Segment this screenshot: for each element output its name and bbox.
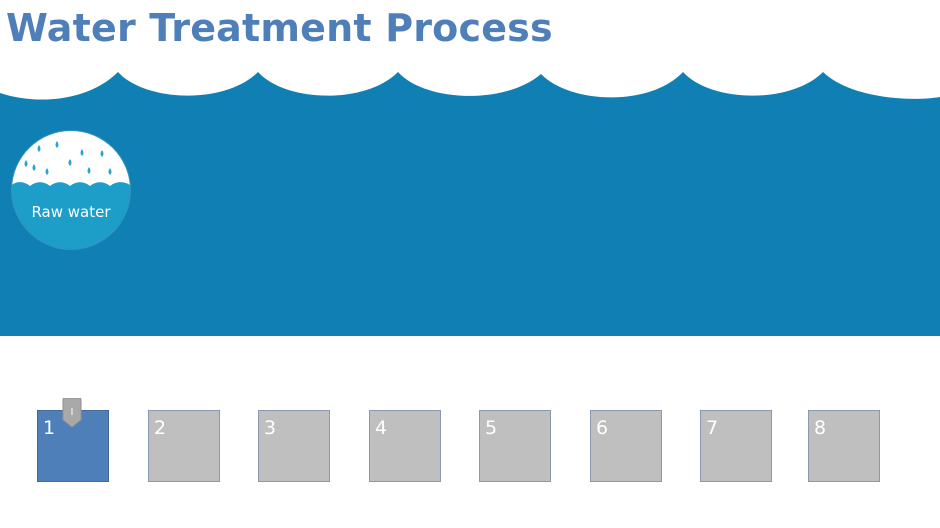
step-number: 4 bbox=[375, 417, 388, 439]
step-number: 1 bbox=[43, 417, 56, 439]
step-number: 3 bbox=[264, 417, 277, 439]
marker-label: I bbox=[70, 407, 74, 418]
step-6-button[interactable]: 6 bbox=[590, 410, 662, 482]
step-number: 6 bbox=[596, 417, 609, 439]
page-title: Water Treatment Process bbox=[6, 6, 553, 50]
step-number: 7 bbox=[706, 417, 719, 439]
step-2-button[interactable]: 2 bbox=[148, 410, 220, 482]
step-marker-handle[interactable]: I bbox=[62, 398, 82, 428]
step-navigation: 1 2 3 4 5 6 7 8 bbox=[0, 410, 940, 486]
step-number: 2 bbox=[154, 417, 167, 439]
step-8-button[interactable]: 8 bbox=[808, 410, 880, 482]
step-7-button[interactable]: 7 bbox=[700, 410, 772, 482]
step-number: 8 bbox=[814, 417, 827, 439]
step-5-button[interactable]: 5 bbox=[479, 410, 551, 482]
raw-water-stage-badge: Raw water bbox=[12, 131, 130, 249]
step-3-button[interactable]: 3 bbox=[258, 410, 330, 482]
water-panel bbox=[0, 60, 940, 336]
stage-label: Raw water bbox=[31, 203, 111, 221]
marker-tab-icon bbox=[62, 398, 82, 428]
rain-drops-over-water-icon bbox=[12, 131, 130, 186]
step-4-button[interactable]: 4 bbox=[369, 410, 441, 482]
step-number: 5 bbox=[485, 417, 498, 439]
wave-background bbox=[0, 72, 940, 336]
